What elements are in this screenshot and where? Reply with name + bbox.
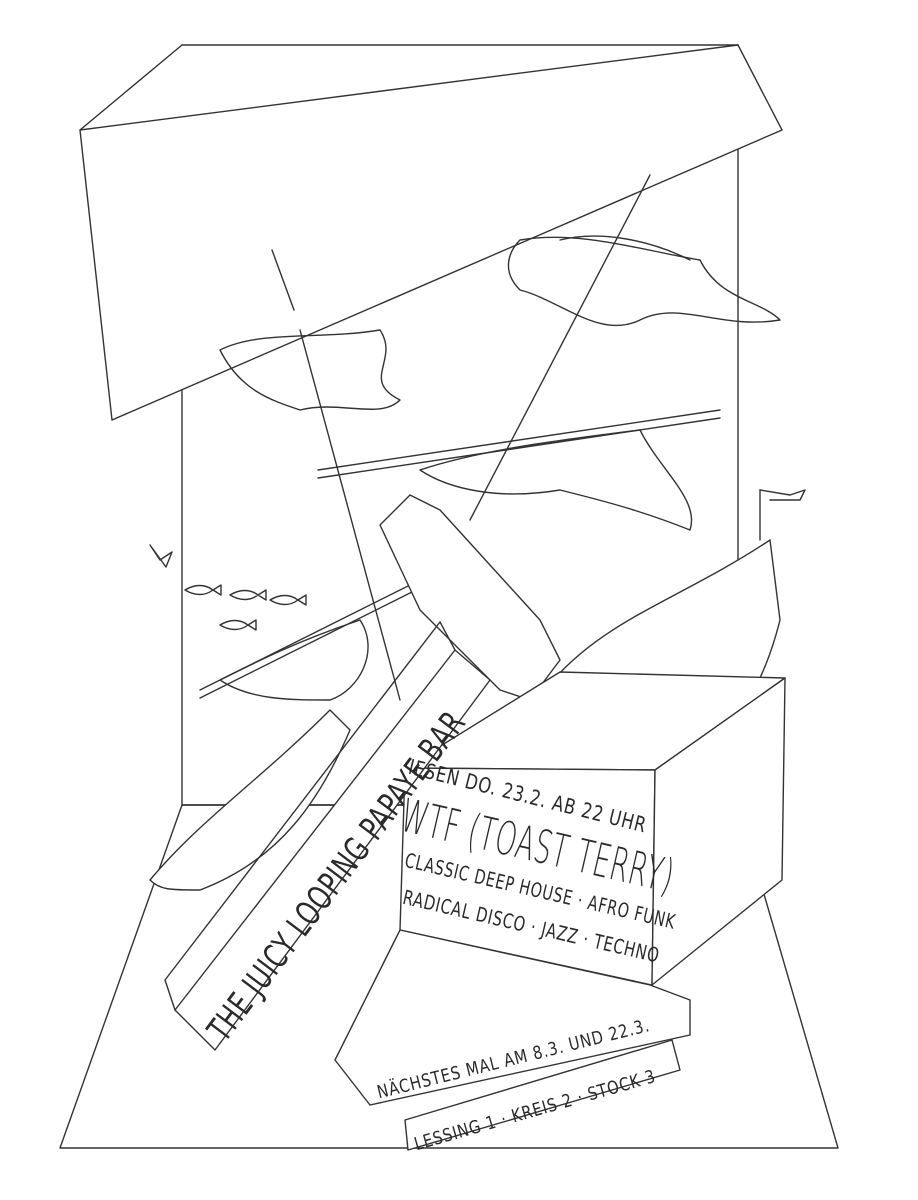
roof-plane (79, 44, 783, 421)
lower-boards (334, 929, 691, 1151)
torn-sails (219, 235, 781, 701)
event-box (399, 671, 786, 986)
birds-and-fish (149, 544, 307, 631)
bar-sign-plank (174, 649, 491, 1051)
